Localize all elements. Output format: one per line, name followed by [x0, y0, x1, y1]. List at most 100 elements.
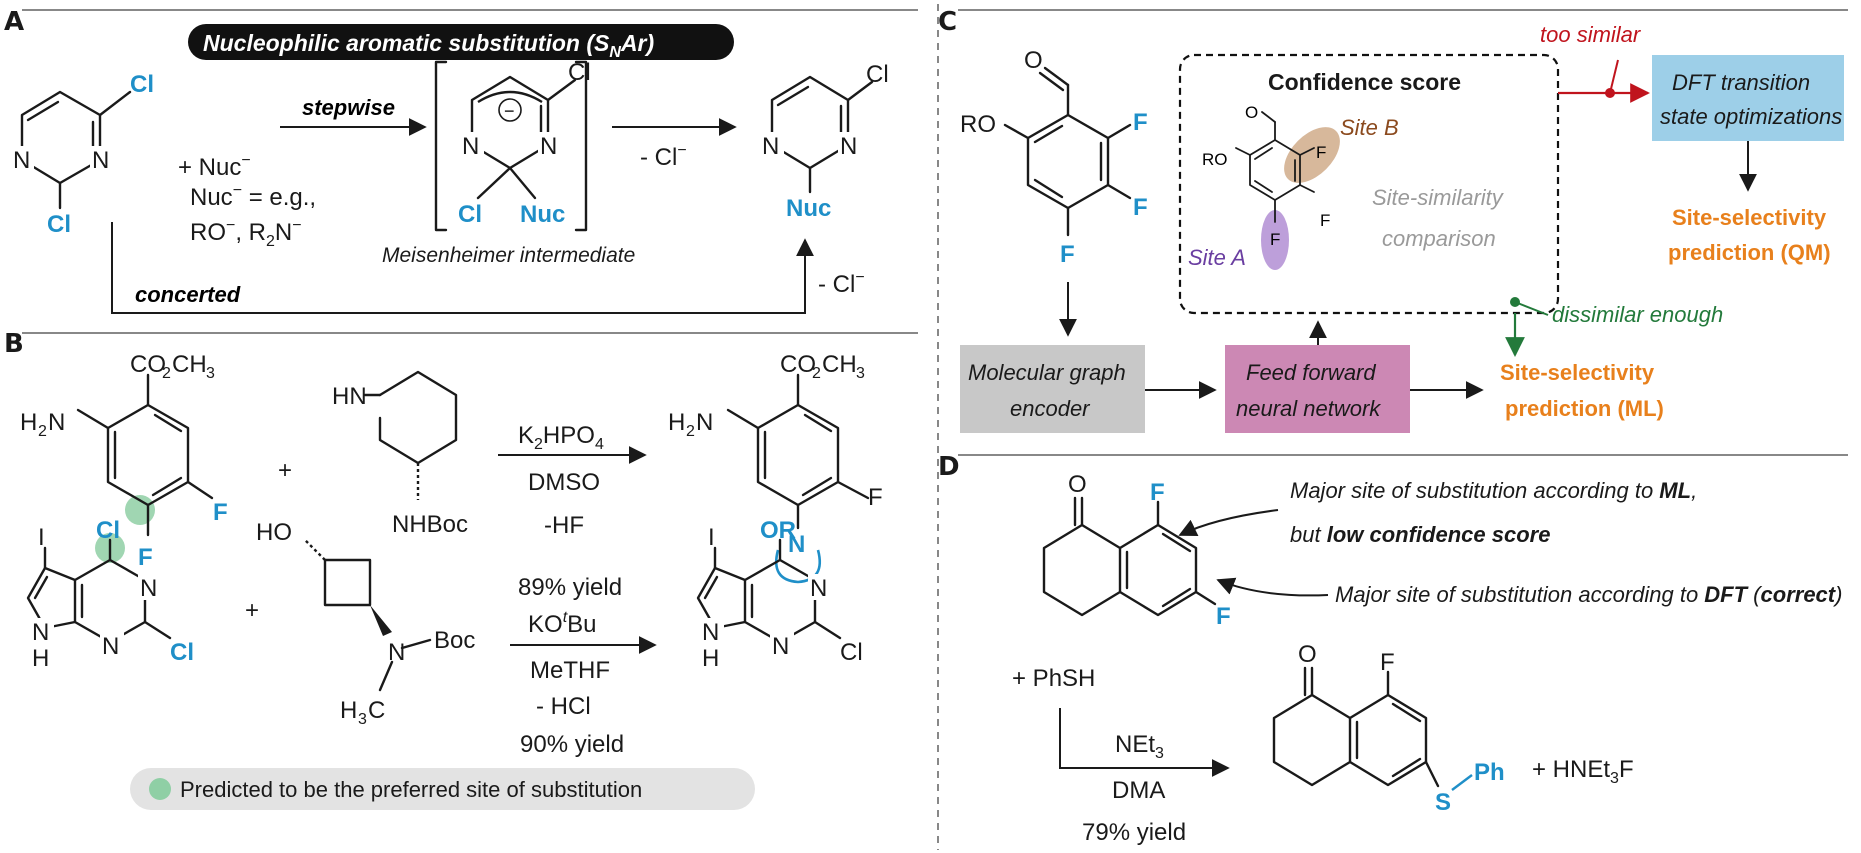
svg-text:N: N [702, 619, 719, 646]
svg-text:N: N [102, 633, 119, 660]
dft-line-2: state optimizations [1660, 104, 1842, 129]
dft-note: Major site of substitution according to … [1335, 582, 1842, 607]
svg-text:N: N [810, 575, 827, 602]
svg-text:2: 2 [38, 423, 47, 440]
svg-text:F: F [1133, 109, 1148, 136]
svg-text:F: F [213, 499, 228, 526]
svg-text:3: 3 [856, 365, 865, 382]
d-reaction-arrow [1059, 708, 1230, 777]
svg-text:F: F [868, 484, 883, 511]
plus-phsh: + PhSH [1012, 665, 1095, 692]
plus-2: + [245, 597, 259, 624]
ffnn-box [1225, 345, 1410, 433]
plus-1: + [278, 457, 292, 484]
svg-text:F: F [1060, 241, 1075, 268]
svg-text:H: H [32, 645, 49, 672]
svg-text:2: 2 [686, 423, 695, 440]
svg-text:H: H [20, 409, 37, 436]
svg-text:N: N [840, 133, 857, 160]
svg-text:N: N [140, 575, 157, 602]
too-similar-label: too similar [1540, 22, 1642, 47]
svg-text:N: N [462, 133, 479, 160]
snar-banner-text: Nucleophilic aromatic substitution (SNAr… [203, 30, 654, 61]
concerted-label: concerted [135, 282, 241, 307]
r2-yield: 90% yield [520, 731, 624, 758]
svg-text:Cl: Cl [458, 201, 482, 228]
mini-molecule: O RO F F F [1202, 103, 1340, 270]
d-yield: 79% yield [1082, 819, 1186, 846]
difluorotetralone: O F F [1042, 471, 1231, 630]
panel-d-label: D [938, 452, 960, 482]
svg-text:Cl: Cl [96, 517, 120, 544]
thioether-product: O F S Ph [1272, 641, 1505, 816]
encoder-line-2: encoder [1010, 396, 1091, 421]
svg-text:F: F [1320, 211, 1330, 230]
dft-box [1652, 55, 1844, 141]
d-solvent: DMA [1112, 777, 1165, 804]
panel-b-label: B [4, 329, 24, 359]
snar-banner [188, 24, 734, 60]
ml-note-line-1: Major site of substitution according to … [1290, 478, 1697, 503]
svg-text:Ph: Ph [1474, 759, 1505, 786]
svg-text:O: O [1245, 103, 1258, 122]
iodo-pyrrolopyrimidine: I Cl N N Cl N H [26, 517, 194, 672]
svg-text:2: 2 [812, 365, 821, 382]
ml-note-line-2: but low confidence score [1290, 522, 1550, 547]
r2-loss: - HCl [536, 693, 591, 720]
input-molecule: O RO F F F [960, 47, 1148, 268]
svg-text:2: 2 [162, 365, 171, 382]
too-similar-tick [1609, 59, 1619, 94]
comparison-label: comparison [1382, 226, 1496, 251]
svg-text:N: N [92, 147, 109, 174]
svg-text:H: H [702, 645, 719, 672]
svg-text:Cl: Cl [866, 61, 889, 88]
nuc-example: Nuc− = e.g., [190, 182, 316, 211]
r1-solvent: DMSO [528, 469, 600, 496]
svg-text:OR: OR [760, 517, 796, 544]
dichloropyrimidine: N N Cl Cl [10, 71, 154, 238]
product-2-ether: I OR N N Cl N H [696, 517, 863, 672]
svg-text:N: N [788, 531, 805, 558]
meisenheimer-label: Meisenheimer intermediate [382, 244, 635, 267]
svg-text:H: H [668, 409, 685, 436]
plus-nuc: + Nuc− [178, 152, 251, 181]
svg-text:CH: CH [172, 351, 207, 378]
svg-text:O: O [1298, 641, 1317, 668]
svg-text:CO: CO [780, 351, 816, 378]
svg-text:−: − [504, 101, 515, 121]
svg-text:F: F [1316, 143, 1326, 162]
legend-text: Predicted to be the preferred site of su… [180, 777, 642, 802]
ffnn-line-1: Feed forward [1246, 360, 1376, 385]
svg-text:N: N [388, 639, 405, 666]
svg-text:F: F [1380, 649, 1395, 676]
encoder-box [960, 345, 1145, 433]
product-1-aminopiperidyl: CO 2 CH 3 H 2 N F N [668, 351, 883, 584]
panel-a-label: A [4, 7, 24, 37]
svg-text:Cl: Cl [47, 211, 71, 238]
ml-line-2: prediction (ML) [1505, 396, 1664, 421]
svg-text:F: F [138, 544, 153, 571]
svg-text:N: N [762, 133, 779, 160]
loss-chloride: - Cl− [640, 142, 687, 171]
svg-text:N: N [32, 619, 49, 646]
svg-text:I: I [38, 524, 45, 551]
dft-callout-arrow [1216, 577, 1329, 597]
aminocyclobutanol: HO N Boc H 3 C [256, 519, 475, 728]
svg-text:HN: HN [332, 383, 367, 410]
nuc-list: RO−, R2N− [190, 217, 302, 250]
svg-text:N: N [540, 133, 557, 160]
r1-loss: -HF [544, 512, 584, 539]
ml-callout-arrow [1178, 509, 1279, 537]
svg-text:I: I [708, 524, 715, 551]
svg-text:F: F [1216, 603, 1231, 630]
panel-c-label: C [938, 7, 957, 37]
stepwise-label: stepwise [302, 95, 395, 120]
svg-text:F: F [1150, 479, 1165, 506]
dissimilar-label: dissimilar enough [1552, 302, 1723, 327]
product-pyrimidine: N N Cl Nuc [760, 61, 889, 222]
svg-text:N: N [13, 147, 30, 174]
concerted-arrow [111, 222, 814, 314]
aminofluorobenzoate: CO 2 CH 3 H 2 N F F [20, 351, 228, 571]
confidence-title: Confidence score [1268, 69, 1461, 95]
svg-text:3: 3 [206, 365, 215, 382]
